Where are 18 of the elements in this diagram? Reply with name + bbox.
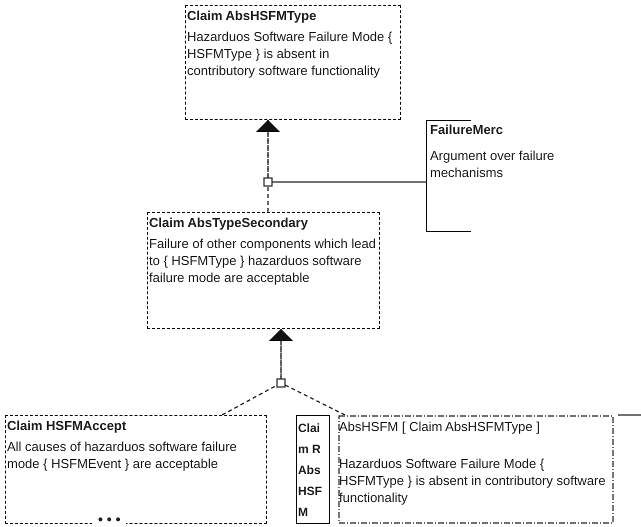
- claim-text: Argument over failure mechanisms: [429, 147, 556, 181]
- claim-title: Claim AbsTypeSecondary: [148, 214, 309, 231]
- claim-box: [185, 5, 401, 120]
- claim-box: [147, 212, 380, 329]
- connector-arrow: [256, 120, 426, 183]
- away-claim-box: [338, 415, 614, 524]
- claim-text: Hazarduos Software Failure Mode { HSFMType } is absent in contributory software functionality: [186, 28, 394, 79]
- claim-title: FailureMerc: [429, 121, 504, 138]
- claim-text: All causes of hazarduos software failure mode { HSFMEvent } are acceptable: [6, 438, 238, 472]
- claim-text: Hazarduos Software Failure Mode { HSFMType } is absent in contributory software functionality: [338, 455, 607, 506]
- claim-box: [296, 415, 330, 524]
- claim-title: Claim AbsHSFMType: [186, 7, 318, 24]
- claim-title: Claim RAbsHSFM: [297, 420, 323, 521]
- claim-text: AbsHSFM [ Claim AbsHSFMType ]: [338, 418, 541, 435]
- claim-text: Failure of other components which lead to { HSFMType } hazarduos software failure mode are acceptable: [148, 235, 377, 286]
- connector-arrow: [269, 329, 346, 416]
- claim-box: [5, 415, 267, 524]
- claim-title: Claim HSFMAccept: [6, 417, 128, 434]
